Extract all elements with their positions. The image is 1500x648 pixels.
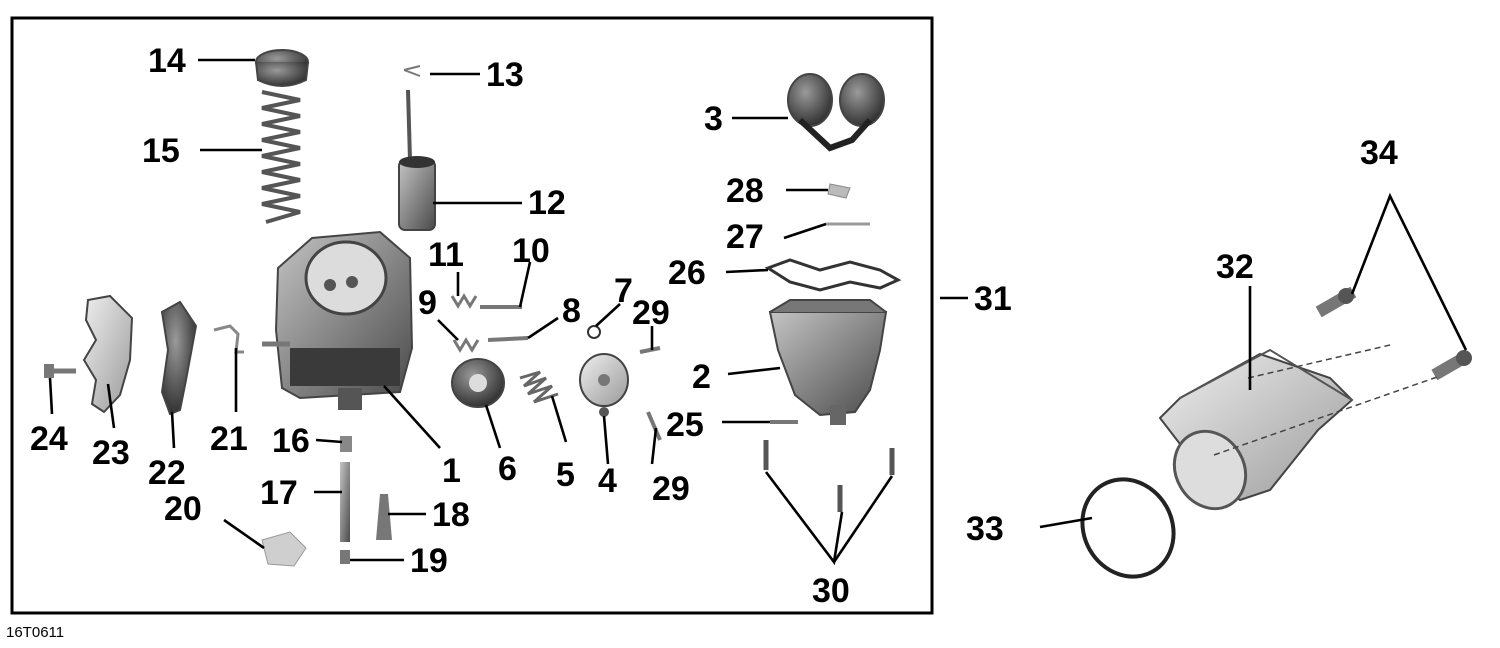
part-20-cap	[261, 531, 307, 567]
callout-17: 17	[260, 474, 298, 512]
callout-13: 13	[486, 56, 524, 94]
callout-28: 28	[726, 172, 764, 210]
part-4-cover	[579, 353, 629, 417]
callout-21: 21	[210, 420, 248, 458]
callout-1: 1	[442, 452, 461, 490]
callout-19: 19	[410, 542, 448, 580]
part-18-jet	[376, 494, 392, 540]
callout-22: 22	[148, 454, 186, 492]
part-13-needle	[403, 65, 421, 161]
part-11-spring	[450, 293, 478, 309]
assembly-frame	[10, 16, 934, 615]
callout-26: 26	[668, 254, 706, 292]
figure-code: 16T0611	[6, 624, 65, 641]
callout-23: 23	[92, 434, 130, 472]
callout-16: 16	[272, 422, 310, 460]
callout-12: 12	[528, 184, 566, 222]
callout-30: 30	[812, 572, 850, 610]
part-32-intake-manifold	[1158, 348, 1354, 511]
callout-9: 9	[418, 284, 437, 322]
part-15-spring	[261, 90, 301, 224]
callout-4: 4	[598, 462, 617, 500]
part-3-solenoid	[787, 73, 885, 152]
callout-8: 8	[562, 292, 581, 330]
part-19-jet	[340, 550, 350, 564]
part-26-gasket	[764, 258, 902, 292]
part-22-lever	[160, 300, 198, 416]
part-30-bowl-screws	[763, 440, 895, 512]
part-9-spring	[452, 337, 480, 353]
callout-27: 27	[726, 218, 764, 256]
part-14-cap	[255, 49, 309, 87]
callout-7: 7	[614, 272, 633, 310]
callout-2: 2	[692, 358, 711, 396]
part-17-needle-jet	[340, 462, 350, 542]
part-16-jet	[340, 436, 352, 452]
callout-10: 10	[512, 232, 550, 270]
part-23-bracket	[82, 294, 134, 414]
part-1-carburetor-body	[262, 230, 414, 410]
part-24-screw	[44, 364, 76, 378]
callout-31: 31	[974, 280, 1012, 318]
part-7-o-ring	[587, 325, 601, 339]
callout-29-lower: 29	[652, 470, 690, 508]
callout-15: 15	[142, 132, 180, 170]
callout-11: 11	[428, 236, 464, 274]
part-6-diaphragm	[451, 358, 505, 408]
part-28-plate	[827, 183, 851, 199]
callout-18: 18	[432, 496, 470, 534]
callout-24: 24	[30, 420, 68, 458]
part-21-spring	[213, 324, 244, 354]
leader-lines	[48, 58, 1468, 566]
callout-5: 5	[556, 456, 575, 494]
callout-20: 20	[164, 490, 202, 528]
part-8-screw	[487, 336, 529, 342]
callout-34: 34	[1360, 134, 1398, 172]
callout-6: 6	[498, 450, 517, 488]
part-5-spring	[519, 370, 559, 404]
callout-32: 32	[1216, 248, 1254, 286]
part-34-bolts	[1213, 286, 1472, 456]
part-12-throttle-slide	[398, 156, 436, 231]
callout-33: 33	[966, 510, 1004, 548]
part-29-screw-upper	[639, 346, 661, 354]
callout-3: 3	[704, 100, 723, 138]
part-29-screw-lower	[646, 411, 662, 441]
part-2-float-bowl	[768, 299, 888, 425]
callout-25: 25	[666, 406, 704, 444]
callout-29-upper: 29	[632, 294, 670, 332]
callout-numbers: 1 2 3 4 5 6 7 8 9 10 11 12 13 14 15 16 1…	[30, 42, 1398, 610]
callout-14: 14	[148, 42, 186, 80]
part-33-o-ring	[1080, 477, 1176, 579]
